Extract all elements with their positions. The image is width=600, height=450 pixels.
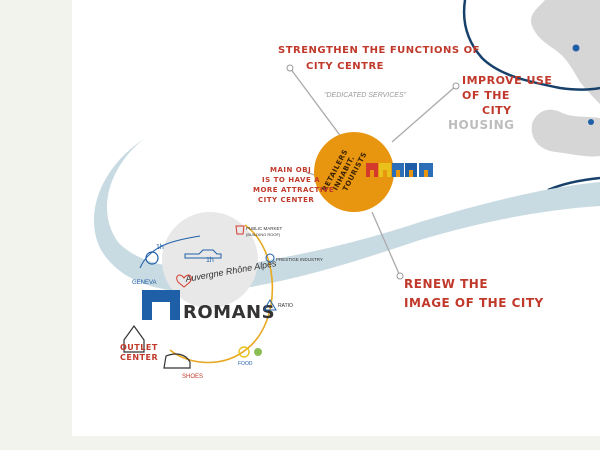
blue-route-line bbox=[139, 235, 201, 269]
river-band bbox=[93, 138, 600, 293]
node-dot bbox=[396, 272, 404, 280]
clock-icon bbox=[145, 251, 159, 265]
prestige-label: PRESTIGE INDUSTRY bbox=[276, 257, 323, 262]
public-market-sub: (BUILDING ROOF) bbox=[246, 232, 281, 237]
strengthen-title-line2: CITY CENTRE bbox=[306, 61, 384, 72]
renew-line2: IMAGE OF THE CITY bbox=[404, 296, 544, 310]
ratio-label: RATIO bbox=[278, 303, 293, 309]
romans-label: ROMANS bbox=[183, 302, 275, 323]
ratio-icon bbox=[263, 299, 277, 311]
shoes-label: SHOES bbox=[182, 374, 203, 380]
shoe-icon bbox=[163, 353, 191, 369]
housing-label: HOUSING bbox=[448, 118, 515, 132]
colorful-buildings-icon bbox=[366, 163, 433, 177]
city-dot bbox=[572, 44, 580, 52]
improve-line1: IMPROVE USE bbox=[462, 74, 552, 87]
region-bubble bbox=[162, 212, 258, 308]
dedicated-services: "DEDICATED SERVICES" bbox=[324, 92, 407, 99]
outlet-line2: CENTER bbox=[120, 353, 158, 362]
renew-line1: RENEW THE bbox=[404, 277, 488, 291]
paper-sheet bbox=[72, 0, 600, 436]
distance-1: 1h bbox=[156, 244, 164, 251]
house-icon bbox=[123, 324, 145, 353]
car-icon bbox=[184, 249, 222, 259]
main-obj-line3: MORE ATTRACTIVE bbox=[253, 186, 334, 194]
market-icon bbox=[235, 225, 245, 235]
node-dot bbox=[452, 82, 460, 90]
public-market-label: PUBLIC MARKET bbox=[246, 226, 283, 231]
food-icon bbox=[238, 346, 250, 358]
main-obj-line1: MAIN OBJ bbox=[270, 166, 311, 174]
industry-icon bbox=[265, 253, 275, 263]
city-dot bbox=[588, 119, 594, 125]
strengthen-title-line1: STRENGTHEN THE FUNCTIONS OF bbox=[278, 45, 480, 56]
food-label: FOOD bbox=[238, 361, 253, 367]
improve-line3: CITY bbox=[482, 104, 512, 117]
heart-icon bbox=[176, 274, 192, 288]
geneva-label: GENEVA bbox=[132, 280, 157, 286]
node-dot bbox=[286, 64, 294, 72]
distance-2: 1h bbox=[206, 257, 214, 264]
main-obj-line2: IS TO HAVE A bbox=[262, 176, 320, 184]
europe-map bbox=[462, 0, 600, 192]
romans-logo-icon bbox=[142, 290, 180, 320]
globe-icon bbox=[254, 348, 262, 356]
center-circle bbox=[314, 132, 394, 212]
outlet-line1: OUTLET bbox=[120, 343, 158, 352]
orange-arc bbox=[169, 224, 274, 364]
improve-line2: OF THE bbox=[462, 89, 510, 102]
main-obj-line4: CITY CENTER bbox=[258, 196, 314, 204]
connector-lines bbox=[289, 67, 457, 277]
